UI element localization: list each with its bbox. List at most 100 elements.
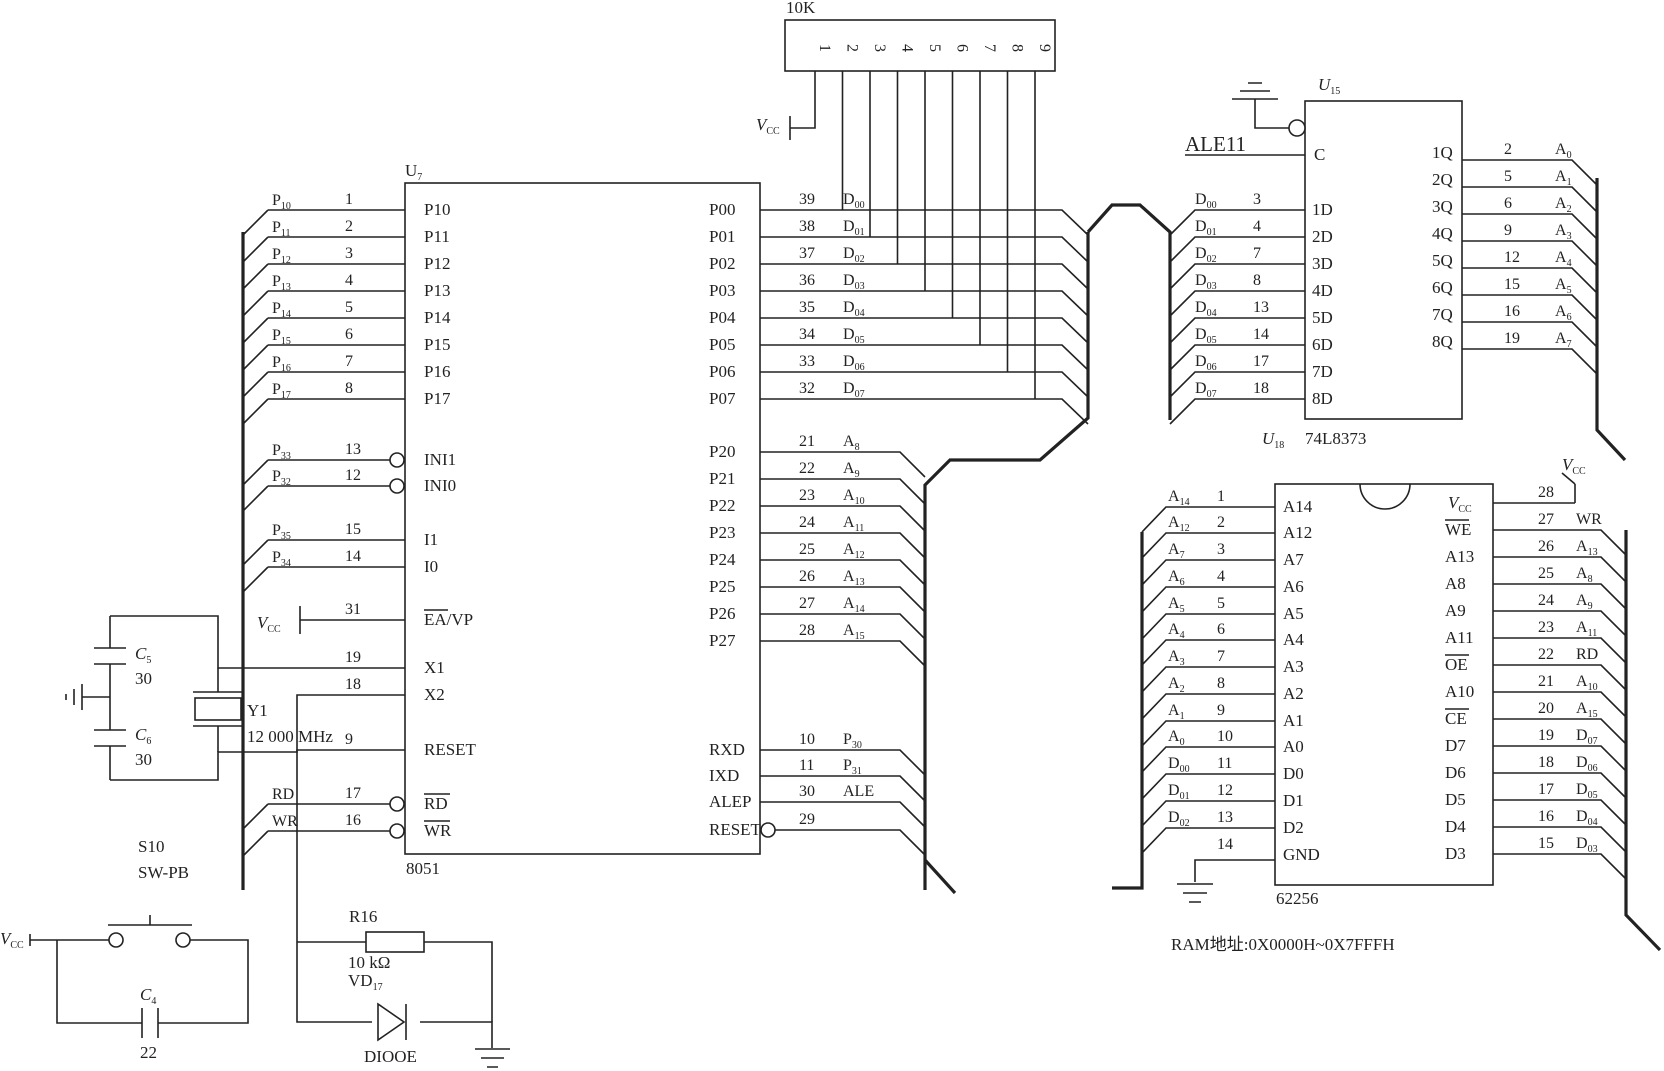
mcu-rpin-num-13-main: 26 bbox=[799, 568, 815, 585]
mcu-rpin-name-p2210-main: P22 bbox=[709, 496, 735, 515]
ram-right-num-6-main: 22 bbox=[1538, 646, 1554, 663]
ram-left-name-6: A3 bbox=[1283, 657, 1304, 676]
ram-right-name-11: D5 bbox=[1445, 790, 1466, 809]
crystal-label: Y1 bbox=[247, 701, 268, 720]
latch-out-name-6: 7Q bbox=[1432, 305, 1453, 324]
mcu-rpin-name-p219: P21 bbox=[709, 469, 735, 488]
ram-right-net-9: D07 bbox=[1576, 727, 1598, 747]
diode-label: VD17 bbox=[348, 971, 383, 993]
mcu-bubble-reset-out bbox=[760, 822, 776, 838]
mcu-net-ini0-sub: 32 bbox=[281, 477, 291, 488]
mcu-rpin-net-2-main: D bbox=[843, 245, 855, 262]
ram-left-net-2-main: A bbox=[1168, 541, 1180, 558]
ram-left-num-6-main: 7 bbox=[1217, 648, 1225, 665]
latch-in-net-0: D00 bbox=[1195, 191, 1217, 211]
latch-in-name-2: 3D bbox=[1312, 254, 1333, 273]
mcu-bubble-rd bbox=[389, 796, 405, 812]
latch-out-num-2: 6 bbox=[1504, 195, 1512, 212]
diode-type: DIOOE bbox=[364, 1047, 417, 1066]
switch-wire bbox=[29, 934, 249, 1024]
latch-out-name-5: 6Q bbox=[1432, 278, 1453, 297]
mcu-body bbox=[404, 182, 761, 855]
mcu-pin-name-p16-main: P16 bbox=[424, 362, 450, 381]
mcu-rpin-net-6-sub: 06 bbox=[855, 362, 865, 373]
latch-in-net-3: D03 bbox=[1195, 272, 1217, 292]
latch-out-net-5-sub: 5 bbox=[1567, 285, 1572, 296]
mcu-net-wr: WR bbox=[272, 813, 298, 830]
ram-left-wire-1 bbox=[1141, 532, 1275, 559]
mcu-pin-num-p11: 2 bbox=[345, 218, 353, 235]
ram-left-num-2-main: 3 bbox=[1217, 541, 1225, 558]
mcu-rpin-net-4-main: D bbox=[843, 299, 855, 316]
latch-in-net-1-main: D bbox=[1195, 218, 1207, 235]
latch-out-net-0-sub: 0 bbox=[1567, 150, 1572, 161]
latch-in-net-7-sub: 07 bbox=[1207, 389, 1217, 400]
ram-left-name-6-main: A3 bbox=[1283, 657, 1304, 676]
mcu-pin-name-p12-main: P12 bbox=[424, 254, 450, 273]
ram-right-name-4-main: A9 bbox=[1445, 601, 1466, 620]
ram-right-net-4: A9 bbox=[1576, 592, 1593, 612]
ram-right-name-1: WE bbox=[1445, 520, 1471, 539]
latch-out-num-0-main: 2 bbox=[1504, 141, 1512, 158]
ram-left-num-13-main: 14 bbox=[1217, 836, 1233, 853]
mcu-rpin-num-18-main: 30 bbox=[799, 783, 815, 800]
ram-left-name-7: A2 bbox=[1283, 684, 1304, 703]
mcu-net-i1-sub: 35 bbox=[281, 531, 291, 542]
ram-left-net-9-sub: 0 bbox=[1180, 737, 1185, 748]
mcu-net-p12-main: P bbox=[272, 246, 281, 263]
ram-right-net-10-sub: 06 bbox=[1588, 763, 1598, 774]
latch-in-net-2: D02 bbox=[1195, 245, 1217, 265]
mcu-rpin-num-17: 11 bbox=[799, 757, 814, 774]
ram-left-name-1: A12 bbox=[1283, 523, 1312, 542]
ram-right-net-8: A15 bbox=[1576, 700, 1598, 720]
latch-in-wire-3 bbox=[1169, 290, 1305, 317]
ram-left-num-1: 2 bbox=[1217, 514, 1225, 531]
ram-left-net-1-sub: 12 bbox=[1180, 523, 1190, 534]
mcu-pin-name-p15-main: P15 bbox=[424, 335, 450, 354]
latch-out-name-5-main: 6Q bbox=[1432, 278, 1453, 297]
ram-part: 62256 bbox=[1276, 889, 1319, 908]
ram-left-wire-3 bbox=[1141, 586, 1275, 613]
latch-out-name-4-main: 5Q bbox=[1432, 251, 1453, 270]
latch-out-net-6-main: A bbox=[1555, 303, 1567, 320]
ram-right-wire-12 bbox=[1493, 826, 1627, 853]
ram-right-name-3: A8 bbox=[1445, 574, 1466, 593]
mcu-pin-wire-p22 bbox=[760, 505, 926, 532]
mcu-net-p14-main: P bbox=[272, 300, 281, 317]
mcu-rpin-net-11: A11 bbox=[843, 514, 864, 534]
ram-left-net-12-sub: 02 bbox=[1180, 818, 1190, 829]
ram-right-num-12-main: 16 bbox=[1538, 808, 1554, 825]
pushbutton-icon bbox=[108, 915, 192, 926]
ram-right-net-11-main: D bbox=[1576, 781, 1588, 798]
latch-in-wire-1 bbox=[1169, 236, 1305, 263]
mcu-pin-num-p16: 7 bbox=[345, 353, 353, 370]
latch-out-net-3-main: A bbox=[1555, 222, 1567, 239]
mcu-rpin-name-alep18-main: ALEP bbox=[709, 792, 752, 811]
ram-right-net-2-main: A bbox=[1576, 538, 1588, 555]
ram-left-name-11: D1 bbox=[1283, 791, 1304, 810]
oe-gnd-wire bbox=[1254, 99, 1289, 129]
ram-left-wire-10 bbox=[1141, 773, 1275, 800]
latch-in-name-0: 1D bbox=[1312, 200, 1333, 219]
mcu-pin-name-reset: RESET bbox=[424, 740, 477, 759]
mcu-rpin-net-7-main: D bbox=[843, 380, 855, 397]
latch-in-num-4: 13 bbox=[1253, 299, 1269, 316]
ram-left-net-3-sub: 6 bbox=[1180, 577, 1185, 588]
latch-ground-icon bbox=[1232, 82, 1278, 100]
mcu-pin-wire-p10 bbox=[242, 209, 405, 236]
mcu-rpin-num-10-main: 23 bbox=[799, 487, 815, 504]
mcu-pin-num-ini0: 12 bbox=[345, 467, 361, 484]
mcu-pin-name-wr: WR bbox=[424, 821, 452, 840]
latch-out-wire-3 bbox=[1462, 240, 1598, 267]
latch-in-num-1-main: 4 bbox=[1253, 218, 1261, 235]
mcu-pin-wire-ini1 bbox=[242, 459, 397, 486]
latch-in-num-1: 4 bbox=[1253, 218, 1261, 235]
ram-right-net-4-sub: 9 bbox=[1588, 601, 1593, 612]
mcu-rpin-num-0: 39 bbox=[799, 191, 815, 208]
mcu-rpin-name-p077: P07 bbox=[709, 389, 736, 408]
mcu-pin-name-ini0: INI0 bbox=[424, 476, 456, 495]
latch-in-net-2-main: D bbox=[1195, 245, 1207, 262]
mcu-pin-wire-p05 bbox=[760, 344, 1089, 371]
